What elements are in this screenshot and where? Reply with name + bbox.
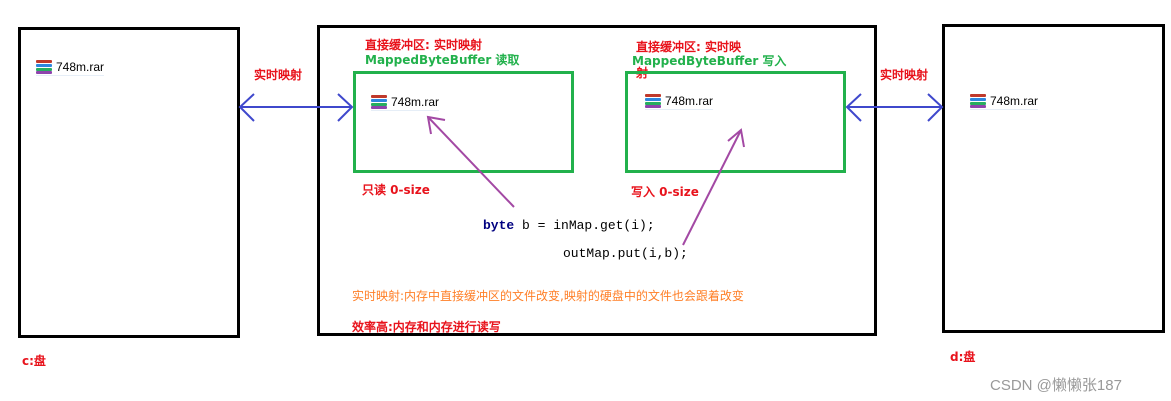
c-disk-file[interactable]: 748m.rar bbox=[36, 60, 105, 76]
d-disk-box bbox=[942, 24, 1165, 333]
write-buffer-subtitle: MappedByteBuffer 写入 bbox=[632, 54, 787, 68]
code-keyword: byte bbox=[483, 218, 515, 233]
write-arrow bbox=[682, 129, 742, 246]
read-buffer-subtitle: MappedByteBuffer 读取 bbox=[365, 53, 520, 67]
read-arrow-head bbox=[426, 115, 446, 135]
right-mapping-label: 实时映射 bbox=[880, 68, 929, 82]
right-mapping-arrow-head-right bbox=[927, 93, 944, 122]
read-buffer-file-name: 748m.rar bbox=[391, 95, 440, 109]
code-line-1: byte b = inMap.get(i); bbox=[483, 218, 655, 233]
read-buffer-title: 直接缓冲区: 实时映射 bbox=[365, 38, 482, 52]
write-arrow-head bbox=[727, 128, 745, 148]
c-disk-file-name: 748m.rar bbox=[56, 60, 105, 74]
left-mapping-arrow-head-right bbox=[337, 93, 354, 122]
left-mapping-label: 实时映射 bbox=[254, 68, 303, 82]
read-arrow bbox=[427, 116, 515, 208]
efficiency-note: 效率高:内存和内存进行读写 bbox=[352, 320, 501, 334]
code-line-2: outMap.put(i,b); bbox=[563, 246, 688, 261]
right-mapping-arrow-head-left bbox=[845, 93, 862, 122]
c-disk-box bbox=[18, 27, 240, 338]
write-buffer-box bbox=[625, 71, 846, 173]
read-buffer-file[interactable]: 748m.rar bbox=[371, 95, 440, 111]
read-buffer-note: 只读 0-size bbox=[362, 183, 430, 197]
write-buffer-file[interactable]: 748m.rar bbox=[645, 94, 714, 110]
realtime-note: 实时映射:内存中直接缓冲区的文件改变,映射的硬盘中的文件也会跟着改变 bbox=[352, 289, 744, 303]
write-buffer-file-name: 748m.rar bbox=[665, 94, 714, 108]
read-buffer-box bbox=[353, 71, 574, 173]
left-mapping-arrow-head-left bbox=[238, 93, 255, 122]
rar-archive-icon bbox=[970, 94, 986, 108]
rar-archive-icon bbox=[645, 94, 661, 108]
c-disk-label: c:盘 bbox=[22, 354, 46, 368]
code-line-1-rest: b = inMap.get(i); bbox=[514, 218, 655, 233]
d-disk-file-name: 748m.rar bbox=[990, 94, 1039, 108]
csdn-watermark: CSDN @懒懒张187 bbox=[990, 377, 1122, 394]
write-buffer-title: 直接缓冲区: 实时映 bbox=[636, 40, 741, 54]
memory-box bbox=[317, 25, 877, 336]
rar-archive-icon bbox=[371, 95, 387, 109]
rar-archive-icon bbox=[36, 60, 52, 74]
d-disk-label: d:盘 bbox=[950, 350, 976, 364]
write-buffer-note: 写入 0-size bbox=[631, 185, 699, 199]
d-disk-file[interactable]: 748m.rar bbox=[970, 94, 1039, 110]
